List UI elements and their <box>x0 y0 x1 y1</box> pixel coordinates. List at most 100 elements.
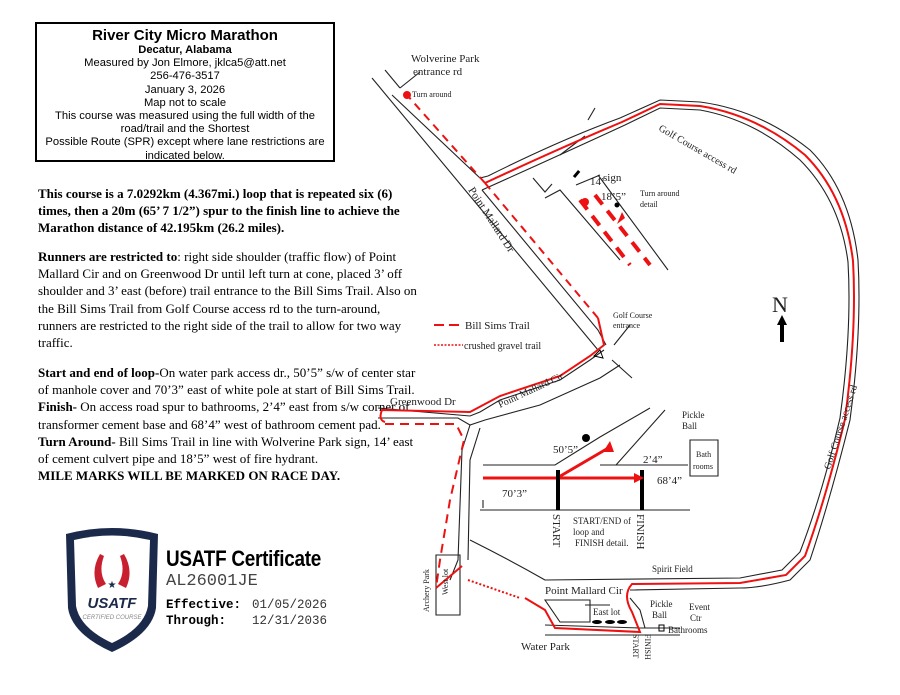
turnaround-text: Bill Sims Trail in line with Wolverine P… <box>38 433 414 467</box>
svg-text:CERTIFIED COURSE: CERTIFIED COURSE <box>83 615 143 621</box>
label-pm-cir-bottom: Point Mallard Cir <box>545 585 623 597</box>
cone-icon <box>593 349 604 359</box>
route-trail-back <box>484 182 599 319</box>
label-start: START <box>550 514 562 548</box>
route-gravel <box>467 579 521 599</box>
label-turn-around: Turn around <box>412 90 451 99</box>
effective-date: 01/05/2026 <box>252 598 328 612</box>
effective-label: Effective: <box>166 598 242 612</box>
svg-text:USATF: USATF <box>88 595 138 612</box>
label-ta-detail: Turn around <box>640 189 679 198</box>
label-event-ctr: Ctr <box>690 613 702 623</box>
usatf-shield-logo: ★ USATF CERTIFIED COURSE <box>66 528 158 652</box>
label-bathrooms: Bathrooms <box>668 625 708 635</box>
label-finish-bottom: FINISH <box>643 634 652 660</box>
route-cir <box>379 317 606 423</box>
route-cut <box>435 565 463 589</box>
label-east-lot: East lot <box>593 607 621 617</box>
note-line: road/trail and the Shortest <box>120 123 250 136</box>
turnaround-marker <box>403 91 411 99</box>
route-trail-out <box>406 94 486 184</box>
finish-line <box>640 470 644 510</box>
label-pickleball-b: Ball <box>652 610 667 620</box>
label-finish: FINISH <box>634 514 646 550</box>
hydrant-marker <box>614 202 620 208</box>
note-line: Possible Route (SPR) except where lane r… <box>45 136 325 149</box>
label-spirit-field: Spirit Field <box>652 564 693 574</box>
label-pm-dr: Point Mallard Dr <box>465 185 516 255</box>
start-label: Start and end of loop- <box>38 365 160 380</box>
finish-label: Finish- <box>38 399 78 415</box>
through-date: 12/31/2036 <box>252 614 328 628</box>
label-14ft: 14’ <box>590 176 605 188</box>
label-wolverine: Wolverine Park <box>411 53 480 65</box>
race-location: Decatur, Alabama <box>138 44 232 56</box>
note-line: This course was measured using the full … <box>55 110 315 123</box>
manhole-marker <box>582 434 590 442</box>
route-trail-west <box>385 423 466 589</box>
north-label: N <box>772 292 788 317</box>
turnaround-label: Turn Around- <box>38 433 116 449</box>
label-70ft: 70’3” <box>502 488 527 500</box>
label-50ft: 50’5” <box>553 444 578 456</box>
turnaround-detail-route <box>578 193 652 267</box>
start-line <box>556 470 560 510</box>
legend-trail-label: Bill Sims Trail <box>465 320 530 332</box>
label-pickleball: Ball <box>682 421 697 431</box>
finish-text: On access road spur to bathrooms, 2’4” e… <box>38 399 410 432</box>
through-label: Through: <box>166 614 227 628</box>
label-2ft: 2’4” <box>643 454 663 466</box>
label-pickleball: Pickle <box>682 410 705 420</box>
arrow-icon <box>617 212 625 224</box>
legend-gravel-label: crushed gravel trail <box>464 341 541 352</box>
label-detail: loop and <box>573 527 605 537</box>
label-golf-rd: Golf Course access rd <box>657 123 739 177</box>
label-golf-entrance: entrance <box>613 321 641 330</box>
label-detail: FINISH detail. <box>575 538 629 548</box>
label-west-lot: West lot <box>441 568 450 595</box>
bollards <box>592 620 627 624</box>
restrictions-label: Runners are restricted to <box>38 249 178 264</box>
label-pickleball-b: Pickle <box>650 599 673 609</box>
label-wolverine: entrance rd <box>413 66 463 78</box>
label-golf-entrance: Golf Course <box>613 311 653 320</box>
restrictions: Runners are restricted to: right side sh… <box>38 248 420 351</box>
road-outlines <box>371 69 860 636</box>
turnaround-detail-marker <box>581 198 589 206</box>
bathroom-building <box>658 624 665 632</box>
label-bath: Bath <box>696 450 711 459</box>
details: Start and end of loop-On water park acce… <box>38 364 420 484</box>
label-greenwood: Greenwood Dr <box>390 396 456 408</box>
label-start-bottom: START <box>631 634 640 658</box>
label-18ft: 18’5” <box>601 191 626 203</box>
sign-marker <box>572 170 581 179</box>
arrow-icon <box>603 441 644 483</box>
measured-by: Measured by Jon Elmore, jklca5@att.net <box>84 57 286 70</box>
start-text: On water park access dr., 50’5” s/w of c… <box>38 365 416 398</box>
label-sign: sign <box>603 172 622 184</box>
label-detail: START/END of <box>573 516 631 526</box>
phone: 256-476-3517 <box>150 70 220 83</box>
north-arrow-icon <box>777 315 787 342</box>
measure-date: January 3, 2026 <box>144 83 226 96</box>
race-title: River City Micro Marathon <box>92 27 278 44</box>
label-ta-detail: detail <box>640 200 659 209</box>
label-golf-rd-right: Golf Course access rd <box>822 384 860 471</box>
label-bath: rooms <box>693 462 713 471</box>
mile-marks-note: MILE MARKS WILL BE MARKED ON RACE DAY. <box>38 468 341 484</box>
restrictions-text: : right side shoulder (traffic flow) of … <box>38 249 417 351</box>
scale-note: Map not to scale <box>143 96 227 109</box>
label-archery: Archery Park <box>422 569 431 612</box>
label-pm-cir: Point Mallard Cir <box>497 371 566 411</box>
certificate-title: USATF Certificate <box>166 546 322 571</box>
certificate-id: AL26001JE <box>166 572 258 591</box>
label-water-park: Water Park <box>521 641 570 653</box>
note-line: indicated below. <box>145 149 225 162</box>
label-event-ctr: Event <box>689 602 710 612</box>
svg-text:★: ★ <box>108 580 117 591</box>
race-route <box>379 94 855 634</box>
course-summary: This course is a 7.0292km (4.367mi.) loo… <box>38 186 400 236</box>
route-solid <box>484 102 855 634</box>
wings-icon <box>94 554 130 588</box>
